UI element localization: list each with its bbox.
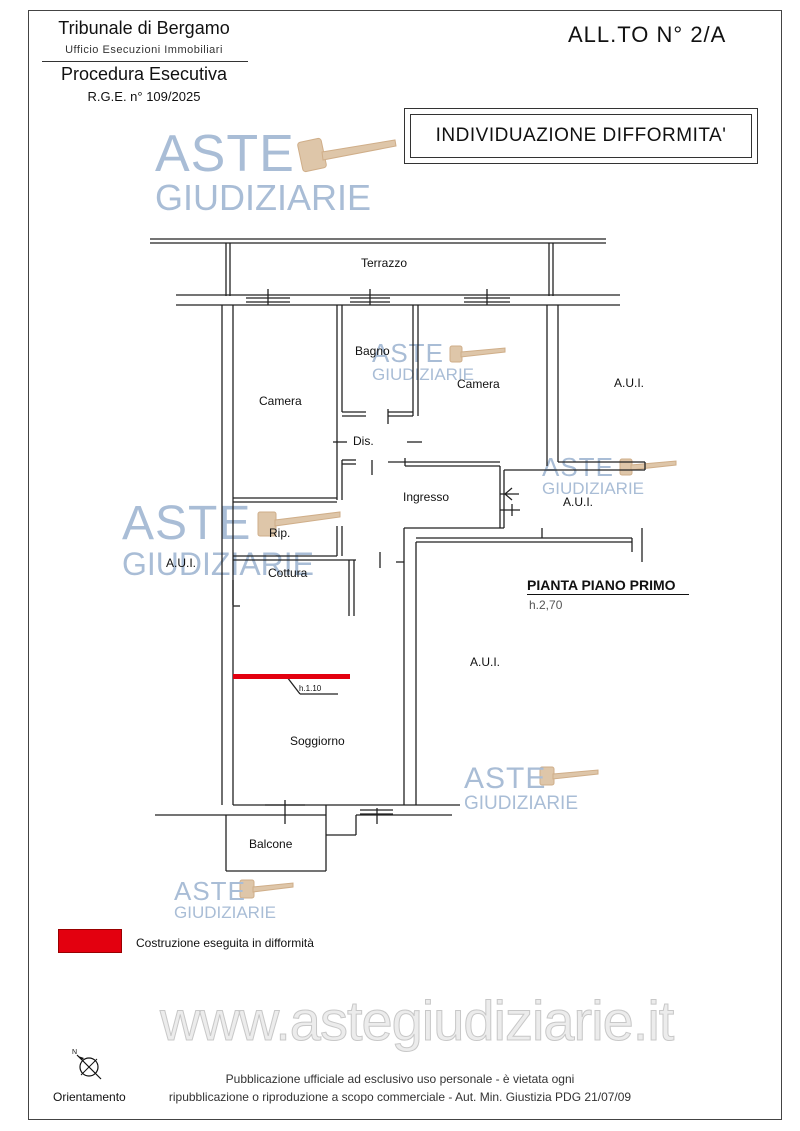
room-cottura: Cottura [268, 566, 308, 580]
header-divider [42, 61, 248, 62]
publication-line-1: Pubblicazione ufficiale ad esclusivo uso… [225, 1072, 575, 1086]
nonconformity-height: h.1.10 [299, 684, 322, 693]
watermark-url: www.astegiudiziarie.it [160, 989, 675, 1053]
room-soggiorno: Soggiorno [290, 734, 345, 748]
procedure-label: Procedura Esecutiva [60, 64, 228, 84]
room-bagno: Bagno [355, 344, 390, 358]
room-aui-mid-right: A.U.I. [563, 495, 594, 509]
room-camera-right: Camera [457, 377, 500, 391]
north-label: N [72, 1049, 77, 1056]
title-box-outer [404, 108, 758, 164]
floor-height: h.2,70 [529, 598, 563, 612]
room-dis: Dis. [353, 434, 374, 448]
publication-line-2: ripubblicazione o riproduzione a scopo c… [168, 1090, 632, 1104]
room-aui-top-right: A.U.I. [614, 376, 645, 390]
floor-title-underline [527, 594, 689, 595]
legend-label: Costruzione eseguita in difformità [136, 936, 314, 950]
orientation-label: Orientamento [53, 1090, 126, 1104]
document-title: INDIVIDUAZIONE DIFFORMITA' [410, 114, 752, 158]
office-name: Ufficio Esecuzioni Immobiliari [65, 44, 223, 56]
page-frame [28, 10, 782, 1120]
legend-swatch [58, 929, 122, 953]
room-camera-left: Camera [259, 394, 302, 408]
floor-title: PIANTA PIANO PRIMO [527, 577, 676, 593]
room-terrazzo: Terrazzo [361, 256, 408, 270]
room-balcone: Balcone [249, 837, 293, 851]
north-compass-icon: N [72, 1049, 102, 1080]
publication-notice: Pubblicazione ufficiale ad esclusivo uso… [150, 1070, 650, 1106]
annex-number: ALL.TO N° 2/A [568, 22, 727, 47]
room-ingresso: Ingresso [403, 490, 450, 504]
room-aui-left: A.U.I. [166, 556, 197, 570]
nonconformity-wall [233, 674, 350, 679]
room-aui-center: A.U.I. [470, 655, 501, 669]
court-name: Tribunale di Bergamo [58, 18, 230, 38]
room-rip: Rip. [269, 526, 291, 540]
rge-number: R.G.E. n° 109/2025 [87, 89, 201, 104]
